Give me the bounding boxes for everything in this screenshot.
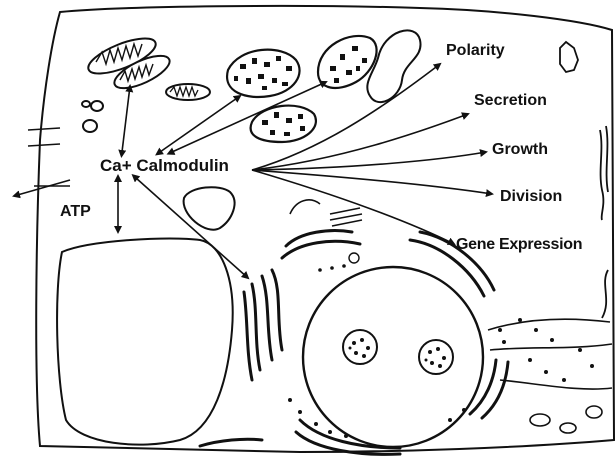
arrow-to-growth bbox=[252, 152, 486, 170]
arrow-to-granule-1 bbox=[160, 96, 240, 152]
growth-label: Growth bbox=[492, 142, 548, 158]
calmodulin-label: Ca+ Calmodulin bbox=[100, 157, 229, 174]
polarity-label: Polarity bbox=[446, 43, 505, 59]
nucleus bbox=[303, 267, 483, 447]
division-label: Division bbox=[500, 189, 562, 205]
arrow-atp-out bbox=[14, 180, 70, 196]
membrane-channel bbox=[28, 128, 70, 186]
mitochondria bbox=[82, 31, 210, 132]
atp-label: ATP bbox=[60, 204, 91, 220]
secretion-label: Secretion bbox=[474, 93, 547, 109]
gene-expression-label: Gene Expression bbox=[456, 237, 582, 253]
golgi-strands bbox=[600, 126, 608, 318]
arrow-to-division bbox=[252, 170, 492, 194]
arrow-to-mitochondria bbox=[122, 86, 130, 152]
